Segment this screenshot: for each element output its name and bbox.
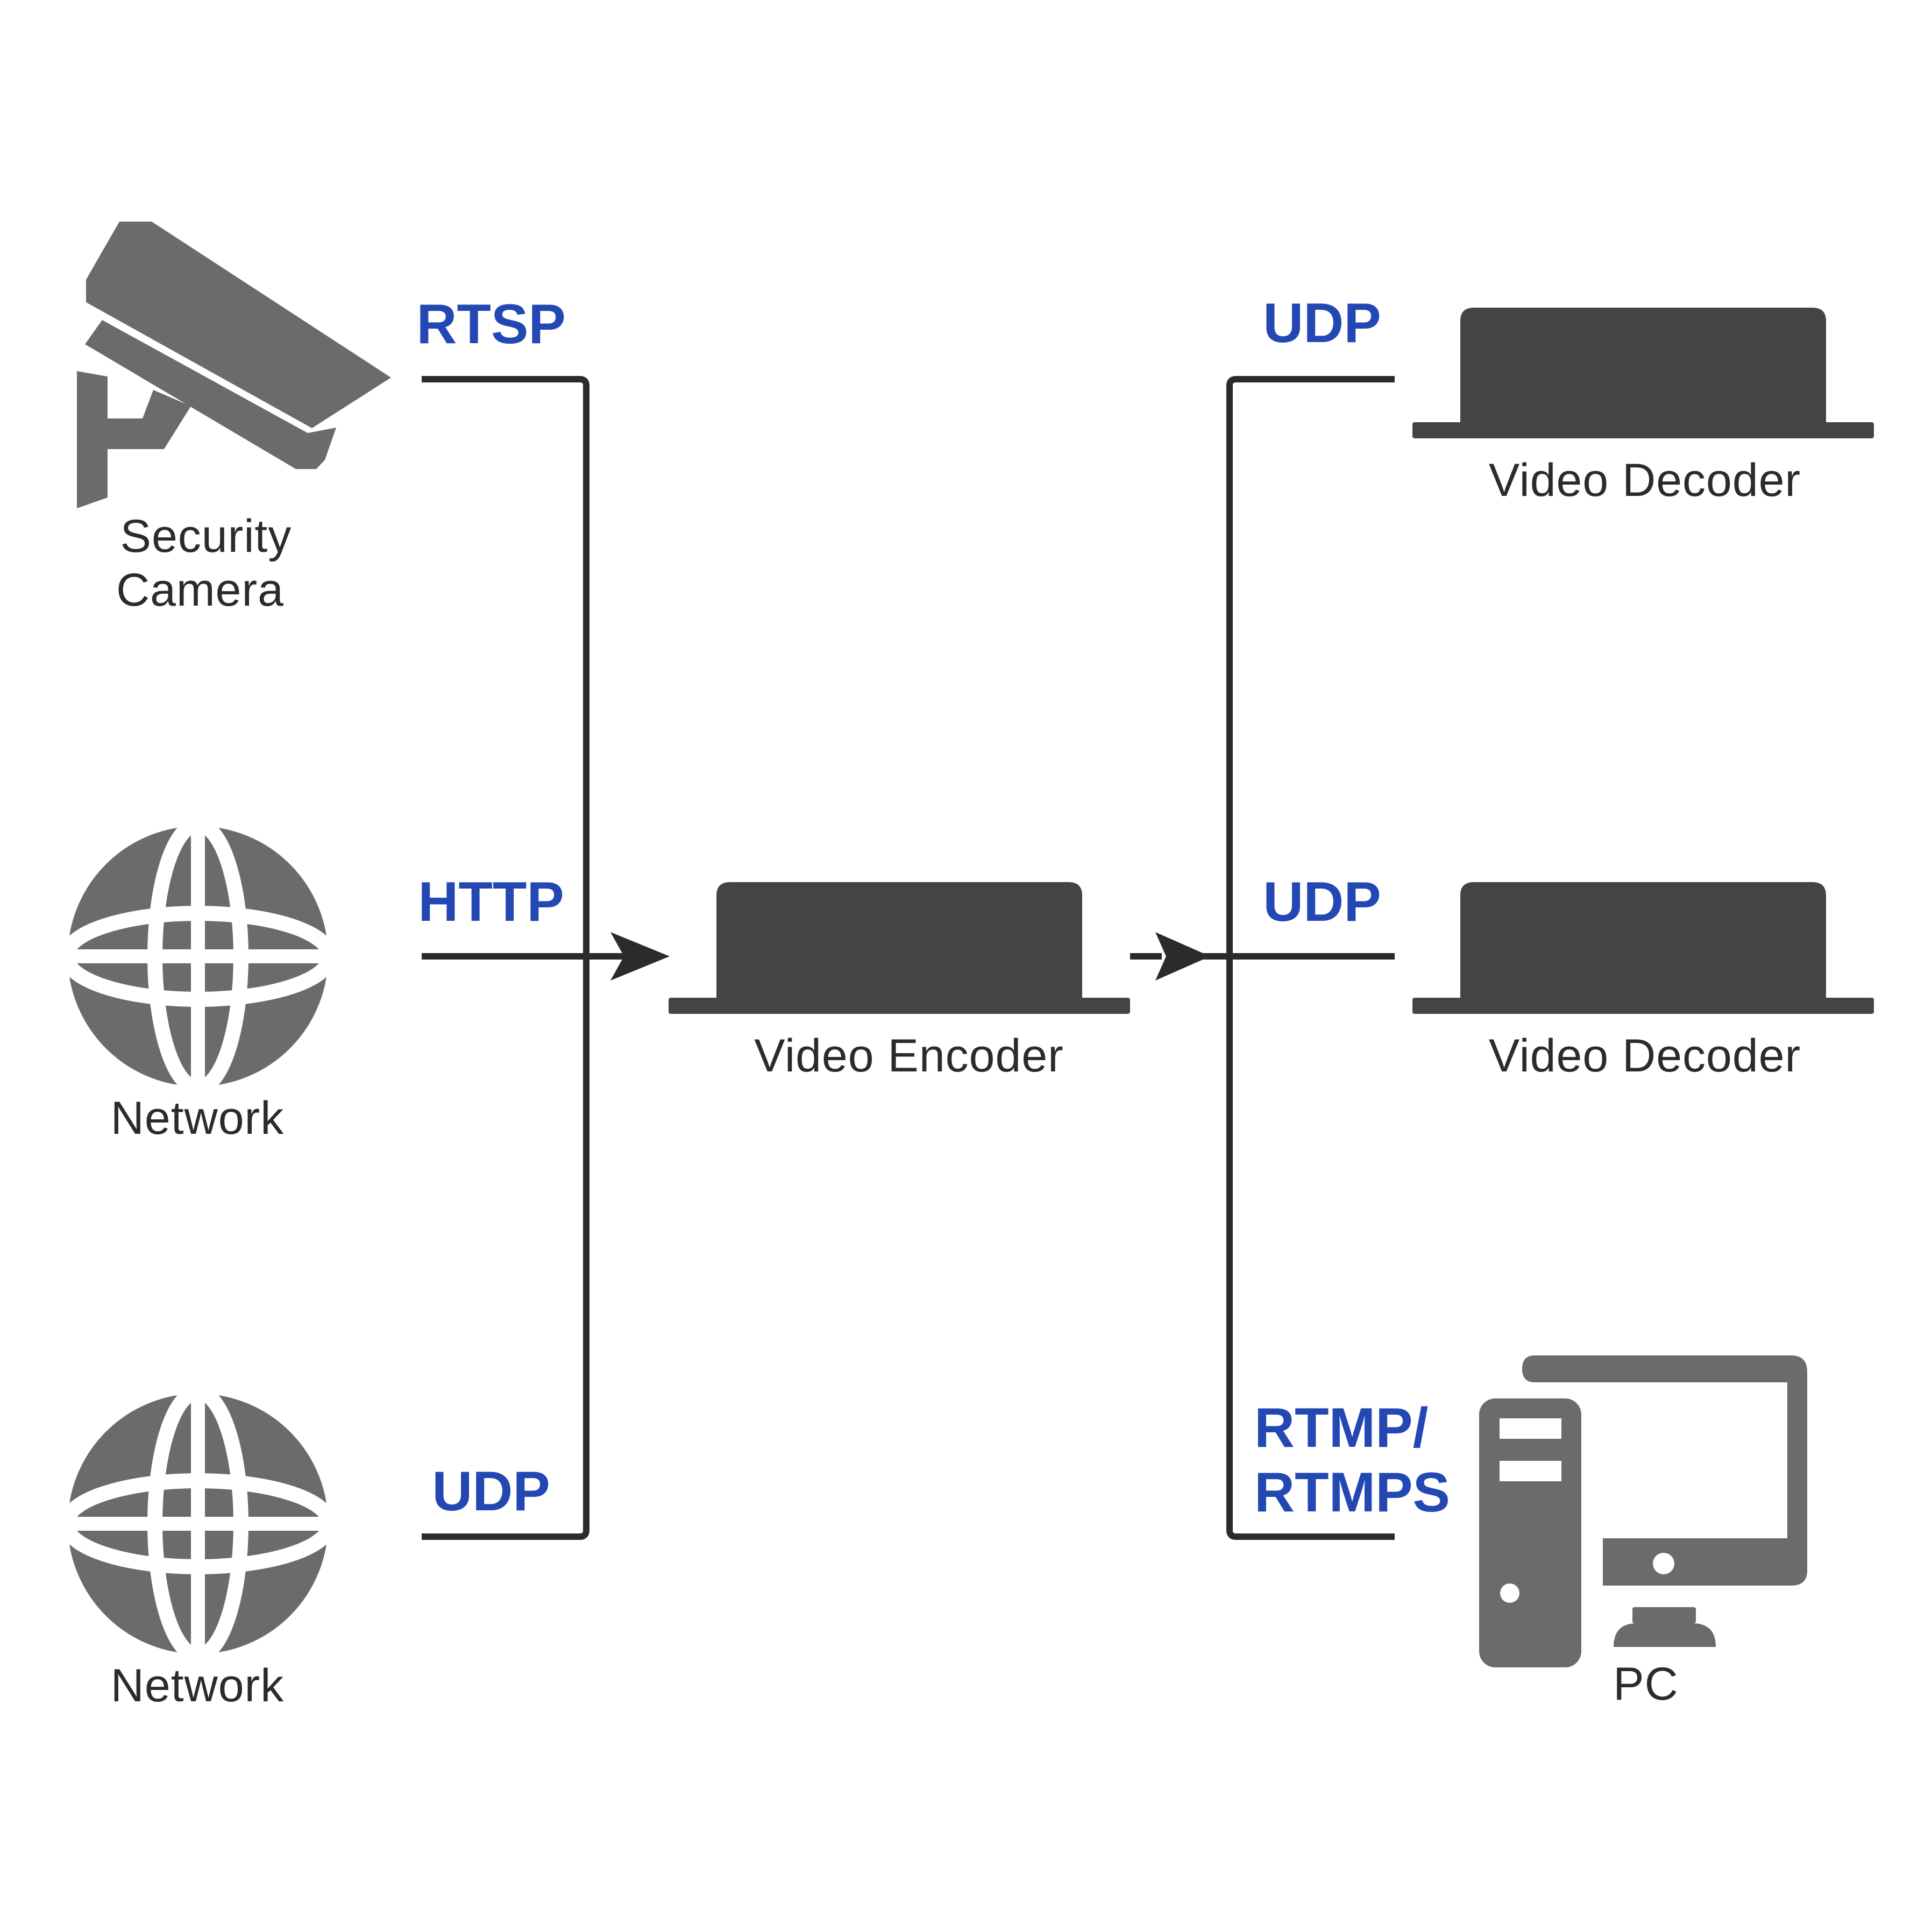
globe-icon [59, 1384, 337, 1663]
monitor-icon [1522, 1355, 1807, 1586]
input-protocol-udp: UDP [432, 1460, 550, 1523]
output-protocol-rtmp-line2: RTMPS [1254, 1461, 1450, 1524]
input-protocol-rtsp: RTSP [416, 293, 565, 356]
decoder-device-icon [1412, 308, 1874, 438]
camera-label-line1: Security [120, 510, 292, 562]
pc-icon [1479, 1355, 1807, 1667]
decoder-device-icon [1412, 882, 1874, 1014]
pc-label: PC [1613, 1658, 1678, 1710]
decoder-label-2: Video Decoder [1489, 1030, 1801, 1082]
output-connectors [1130, 376, 1395, 1540]
output-protocol-rtmp-line1: RTMP/ [1254, 1397, 1429, 1459]
output-arrow-icon [1155, 932, 1210, 981]
encoder-input-arrow-icon [610, 932, 670, 981]
output-protocol-udp-2: UDP [1263, 871, 1381, 933]
decoder-label-1: Video Decoder [1489, 454, 1801, 506]
encoder-label: Video Encoder [754, 1030, 1064, 1082]
input-protocol-http: HTTP [418, 871, 564, 933]
globe-icon [59, 817, 337, 1096]
security-camera-icon [77, 222, 391, 508]
network-label-1: Network [111, 1092, 284, 1144]
network-label-2: Network [111, 1660, 284, 1711]
camera-label-line2: Camera [116, 564, 284, 616]
input-connectors [422, 376, 624, 1540]
output-protocol-udp-1: UDP [1263, 292, 1381, 354]
encoder-device-icon [669, 882, 1130, 1014]
